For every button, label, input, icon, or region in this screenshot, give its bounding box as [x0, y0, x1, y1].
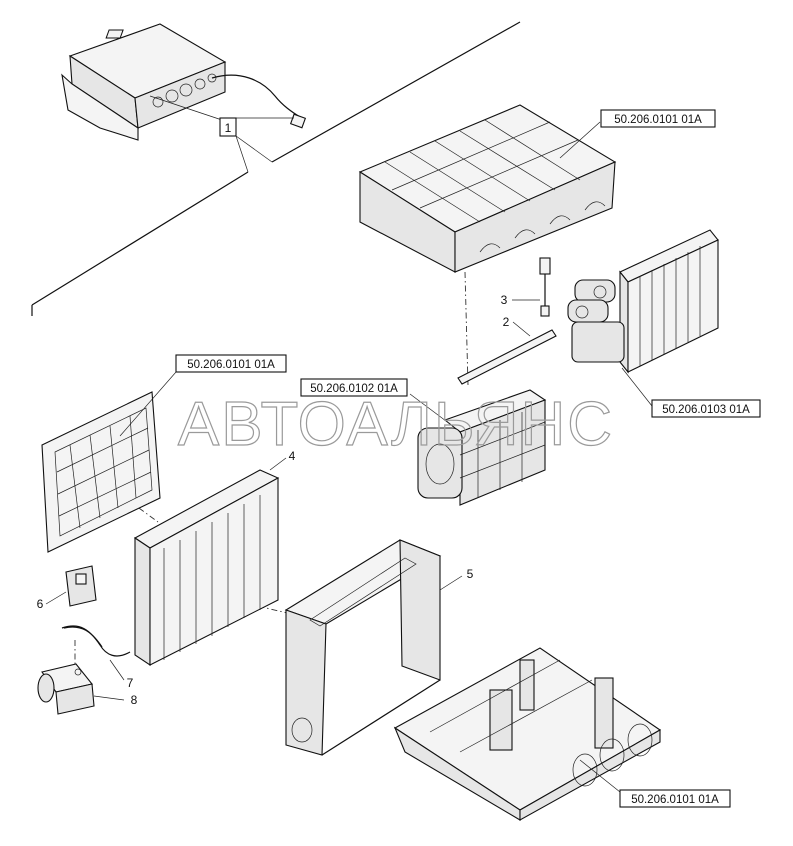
refrigerant-pipe: 7 — [61, 625, 134, 690]
ref-filter: 50.206.0101 01A — [175, 354, 287, 373]
ref-top-housing: 50.206.0101 01A — [600, 109, 716, 128]
upper-housing — [358, 104, 617, 273]
svg-text:50.206.0103 01A: 50.206.0103 01A — [662, 404, 750, 416]
expansion-valve: 8 — [37, 663, 138, 715]
separator-lines — [31, 21, 521, 316]
callout-1: 1 — [225, 121, 232, 135]
control-module — [61, 23, 307, 141]
callout-4: 4 — [289, 449, 296, 463]
svg-text:50.206.0102 01A: 50.206.0102 01A — [310, 383, 398, 395]
callout-1-group: 1 — [149, 95, 294, 173]
svg-text:50.206.0101 01A: 50.206.0101 01A — [614, 114, 702, 126]
evaporator-core: 4 — [133, 449, 296, 667]
lower-housing — [393, 647, 662, 821]
ref-blower: 50.206.0102 01A — [300, 378, 408, 397]
sensor: 3 — [501, 257, 551, 317]
cabin-filter — [41, 371, 177, 553]
callout-2: 2 — [503, 315, 510, 329]
bracket: 2 — [457, 315, 557, 385]
foam-pad: 6 — [37, 565, 97, 611]
watermark-text: АВТОАЛЬЯНС — [178, 390, 614, 459]
ref-bottom-housing: 50.206.0101 01A — [619, 789, 731, 808]
svg-text:50.206.0101 01A: 50.206.0101 01A — [187, 359, 275, 371]
callout-3: 3 — [501, 293, 508, 307]
seal-frame: 5 — [284, 539, 474, 756]
axis-line-vertical — [464, 271, 469, 386]
callout-8: 8 — [131, 693, 138, 707]
ref-heater: 50.206.0103 01A — [651, 399, 761, 418]
svg-text:50.206.0101 01A: 50.206.0101 01A — [631, 794, 719, 806]
heater-core — [567, 229, 719, 407]
callout-5: 5 — [467, 567, 474, 581]
callout-6: 6 — [37, 597, 44, 611]
callout-7: 7 — [127, 676, 134, 690]
axis-line-filter — [127, 499, 159, 523]
blower-unit — [409, 389, 547, 506]
